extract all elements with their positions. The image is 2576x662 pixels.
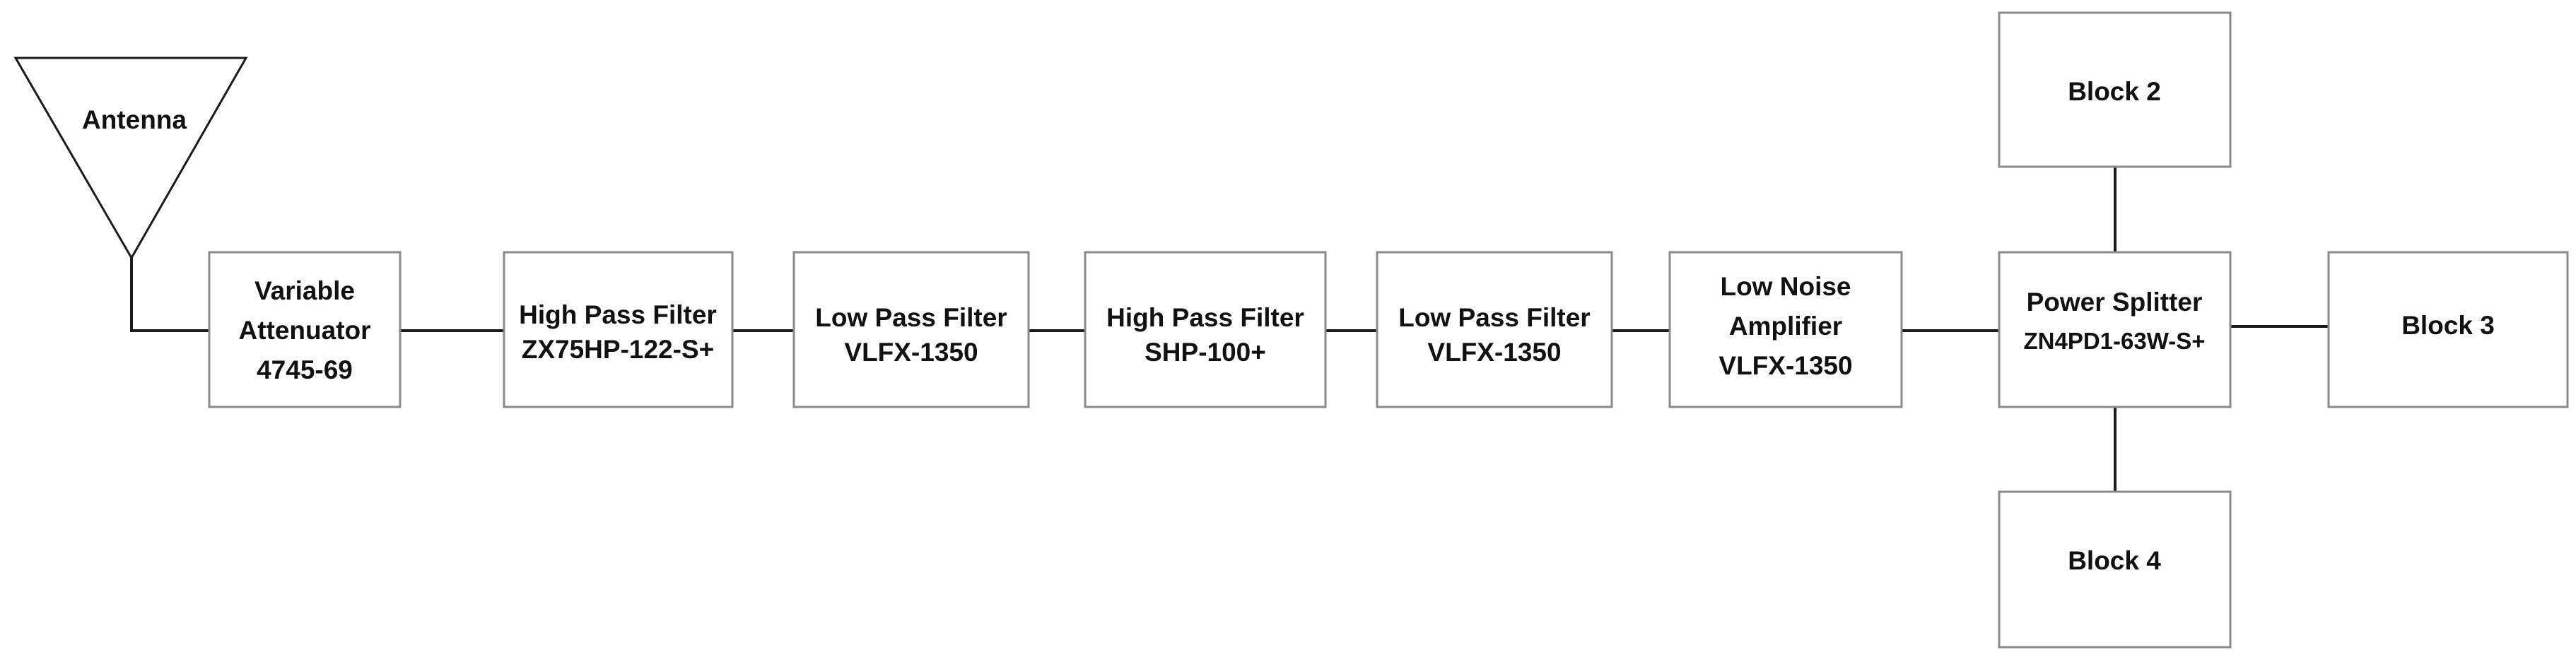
hpf2-title: High Pass Filter <box>1106 303 1304 332</box>
attenuator-line-1: Variable <box>254 276 355 305</box>
power-splitter-block: Power Splitter ZN4PD1-63W-S+ <box>1998 251 2232 408</box>
block-3-label: Block 3 <box>2401 311 2495 340</box>
hpf2-part-number: SHP-100+ <box>1144 338 1266 367</box>
splitter-title: Power Splitter <box>2027 288 2203 317</box>
block-2-label: Block 2 <box>2068 77 2161 106</box>
signal-wires <box>130 167 2329 492</box>
lpf1-title: Low Pass Filter <box>815 303 1007 332</box>
low-pass-filter-2-block: Low Pass Filter VLFX-1350 <box>1376 251 1613 408</box>
lna-part-number: VLFX-1350 <box>1719 351 1852 380</box>
hpf1-title: High Pass Filter <box>519 300 717 329</box>
hpf1-part-number: ZX75HP-122-S+ <box>522 335 715 364</box>
block-2: Block 2 <box>1998 11 2232 168</box>
antenna-triangle-icon <box>13 57 248 261</box>
lpf1-part-number: VLFX-1350 <box>844 338 978 367</box>
lna-line-1: Low Noise <box>1720 272 1851 301</box>
block-4: Block 4 <box>1998 490 2232 649</box>
antenna-label: Antenna <box>82 105 187 134</box>
high-pass-filter-2-block: High Pass Filter SHP-100+ <box>1084 251 1327 408</box>
block-4-label: Block 4 <box>2068 546 2161 575</box>
low-noise-amplifier-block: Low Noise Amplifier VLFX-1350 <box>1668 251 1903 408</box>
splitter-part-number: ZN4PD1-63W-S+ <box>2024 328 2206 354</box>
lpf2-part-number: VLFX-1350 <box>1427 338 1561 367</box>
attenuator-part-number: 4745-69 <box>257 355 353 384</box>
lna-line-2: Amplifier <box>1729 312 1842 341</box>
block-3: Block 3 <box>2327 251 2569 408</box>
attenuator-block: Variable Attenuator 4745-69 <box>208 251 402 408</box>
low-pass-filter-1-block: Low Pass Filter VLFX-1350 <box>792 251 1030 408</box>
antenna-symbol: Antenna <box>13 57 248 261</box>
lpf2-title: Low Pass Filter <box>1398 303 1590 332</box>
attenuator-line-2: Attenuator <box>238 316 370 345</box>
high-pass-filter-1-block: High Pass Filter ZX75HP-122-S+ <box>503 251 734 408</box>
